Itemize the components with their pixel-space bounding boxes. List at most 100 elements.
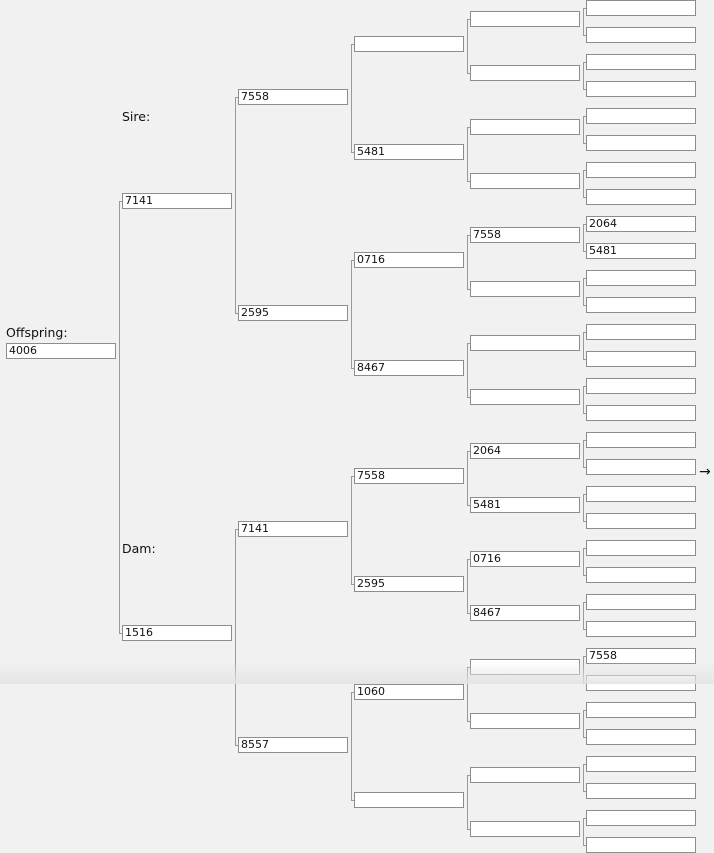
gen5-ancestor-field[interactable] [586, 432, 696, 448]
expand-arrow-icon[interactable]: → [699, 464, 711, 480]
great-grandparent-field[interactable]: 1060 [354, 683, 464, 700]
connector-stub [583, 548, 586, 549]
grandparent-field[interactable]: 7558 [238, 88, 348, 105]
connector-vertical [467, 774, 468, 829]
gen5-ancestor-field[interactable] [586, 810, 696, 826]
gen5-ancestor-field[interactable] [586, 324, 696, 340]
gen5-ancestor-field[interactable] [586, 54, 696, 70]
connector-vertical [119, 200, 120, 633]
great-grandparent-field[interactable]: 2595 [354, 575, 464, 592]
gen5-ancestor-field[interactable] [586, 567, 696, 583]
connector-stub [467, 612, 470, 614]
gen4-ancestor-field[interactable] [470, 820, 580, 837]
connector-vertical [583, 386, 584, 413]
gen5-ancestor-field[interactable] [586, 378, 696, 394]
gen5-ancestor-field[interactable]: 7558 [586, 648, 696, 664]
connector-stub [467, 234, 470, 236]
gen5-ancestor-field[interactable] [586, 675, 696, 691]
connector-stub [583, 737, 586, 738]
connector-stub [467, 180, 470, 182]
connector-vertical [583, 602, 584, 629]
gen5-ancestor-field[interactable]: 5481 [586, 243, 696, 259]
connector-stub [583, 818, 586, 819]
connector-stub [583, 332, 586, 333]
gen5-ancestor-field[interactable] [586, 135, 696, 151]
connector-stub [583, 305, 586, 306]
gen5-ancestor-field[interactable] [586, 702, 696, 718]
gen5-ancestor-field[interactable] [586, 621, 696, 637]
gen5-ancestor-field[interactable] [586, 513, 696, 529]
gen4-ancestor-field[interactable] [470, 64, 580, 81]
sire-label: Sire: [122, 109, 151, 124]
connector-vertical [583, 62, 584, 89]
connector-stub [467, 666, 470, 668]
gen5-ancestor-field[interactable] [586, 189, 696, 205]
great-grandparent-field[interactable]: 0716 [354, 251, 464, 268]
gen5-ancestor-field[interactable] [586, 594, 696, 610]
gen4-ancestor-field[interactable]: 2064 [470, 442, 580, 459]
great-grandparent-field[interactable] [354, 35, 464, 52]
gen5-ancestor-field[interactable] [586, 783, 696, 799]
gen5-ancestor-field[interactable] [586, 270, 696, 286]
gen4-ancestor-field[interactable]: 5481 [470, 496, 580, 513]
gen5-ancestor-field[interactable] [586, 297, 696, 313]
gen5-ancestor-field[interactable] [586, 27, 696, 43]
gen4-ancestor-field[interactable] [470, 334, 580, 351]
great-grandparent-field[interactable]: 8467 [354, 359, 464, 376]
gen4-ancestor-field[interactable] [470, 10, 580, 27]
gen4-ancestor-field[interactable] [470, 388, 580, 405]
grandparent-field[interactable]: 7141 [238, 520, 348, 537]
gen4-ancestor-field[interactable] [470, 172, 580, 189]
connector-stub [119, 632, 122, 634]
grandparent-field[interactable]: 8557 [238, 736, 348, 753]
great-grandparent-field[interactable]: 7558 [354, 467, 464, 484]
connector-stub [235, 312, 238, 314]
connector-stub [583, 35, 586, 36]
connector-stub [583, 386, 586, 387]
parent-field[interactable]: 1516 [122, 624, 232, 641]
gen5-ancestor-field[interactable] [586, 162, 696, 178]
gen5-ancestor-field[interactable] [586, 405, 696, 421]
connector-stub [351, 799, 354, 801]
connector-vertical [351, 691, 352, 800]
connector-stub [467, 288, 470, 290]
great-grandparent-field[interactable]: 5481 [354, 143, 464, 160]
gen4-ancestor-field[interactable] [470, 766, 580, 783]
gen5-ancestor-field[interactable] [586, 459, 696, 475]
grandparent-field[interactable]: 2595 [238, 304, 348, 321]
connector-vertical [467, 666, 468, 721]
connector-stub [351, 259, 354, 261]
gen4-ancestor-field[interactable] [470, 658, 580, 675]
parent-field[interactable]: 7141 [122, 192, 232, 209]
gen5-ancestor-field[interactable] [586, 729, 696, 745]
connector-vertical [351, 259, 352, 368]
connector-stub [467, 72, 470, 74]
connector-vertical [351, 475, 352, 584]
gen5-ancestor-field[interactable]: 2064 [586, 216, 696, 232]
connector-stub [583, 359, 586, 360]
gen4-ancestor-field[interactable]: 7558 [470, 226, 580, 243]
gen4-ancestor-field[interactable] [470, 280, 580, 297]
gen5-ancestor-field[interactable] [586, 351, 696, 367]
gen5-ancestor-field[interactable] [586, 756, 696, 772]
gen5-ancestor-field[interactable] [586, 108, 696, 124]
connector-stub [467, 828, 470, 830]
offspring-field[interactable]: 4006 [6, 343, 116, 359]
gen4-ancestor-field[interactable]: 8467 [470, 604, 580, 621]
connector-stub [583, 710, 586, 711]
great-grandparent-field[interactable] [354, 791, 464, 808]
connector-stub [467, 18, 470, 20]
connector-vertical [583, 710, 584, 737]
gen5-ancestor-field[interactable] [586, 486, 696, 502]
gen5-ancestor-field[interactable] [586, 81, 696, 97]
gen4-ancestor-field[interactable]: 0716 [470, 550, 580, 567]
connector-stub [583, 629, 586, 630]
gen5-ancestor-field[interactable] [586, 0, 696, 16]
connector-stub [583, 116, 586, 117]
connector-stub [351, 691, 354, 693]
connector-vertical [467, 558, 468, 613]
gen4-ancestor-field[interactable] [470, 118, 580, 135]
gen5-ancestor-field[interactable] [586, 540, 696, 556]
gen5-ancestor-field[interactable] [586, 837, 696, 853]
gen4-ancestor-field[interactable] [470, 712, 580, 729]
